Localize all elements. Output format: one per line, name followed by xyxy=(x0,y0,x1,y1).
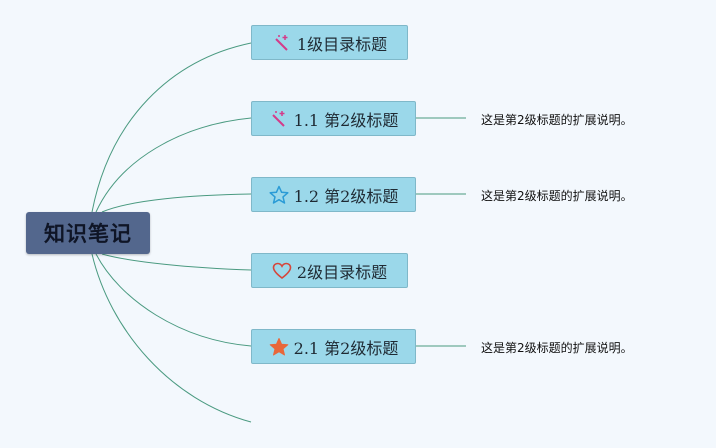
connector-trailing xyxy=(91,253,252,423)
topic-node-5-label: 2.1 第2级标题 xyxy=(293,338,399,358)
topic-node-2-note: 这是第2级标题的扩展说明。 xyxy=(481,113,633,127)
connector-node-3 xyxy=(101,193,252,213)
topic-node-1[interactable]: 1级目录标题 xyxy=(251,25,408,60)
connector-node-4 xyxy=(101,253,252,271)
topic-node-3-label: 1.2 第2级标题 xyxy=(293,186,399,206)
connector-node-5 xyxy=(95,253,252,347)
topic-node-3-note: 这是第2级标题的扩展说明。 xyxy=(481,189,633,203)
magic-wand-icon xyxy=(269,109,289,129)
topic-node-5[interactable]: 2.1 第2级标题 xyxy=(251,329,416,364)
topic-node-2[interactable]: 1.1 第2级标题 xyxy=(251,101,416,136)
topic-node-3[interactable]: 1.2 第2级标题 xyxy=(251,177,416,212)
topic-node-2-label: 1.1 第2级标题 xyxy=(293,110,399,130)
topic-node-4-label: 2级目录标题 xyxy=(296,262,388,282)
heart-outline-icon xyxy=(272,261,292,281)
magic-wand-icon xyxy=(272,33,292,53)
topic-node-1-label: 1级目录标题 xyxy=(296,34,388,54)
root-topic[interactable]: 知识笔记 xyxy=(26,212,150,254)
topic-node-5-note: 这是第2级标题的扩展说明。 xyxy=(481,341,633,355)
connector-node-1 xyxy=(91,42,252,213)
root-topic-label: 知识笔记 xyxy=(44,222,132,246)
star-outline-icon xyxy=(269,185,289,205)
star-filled-icon xyxy=(269,337,289,357)
connector-node-2 xyxy=(95,117,252,213)
topic-node-4[interactable]: 2级目录标题 xyxy=(251,253,408,288)
